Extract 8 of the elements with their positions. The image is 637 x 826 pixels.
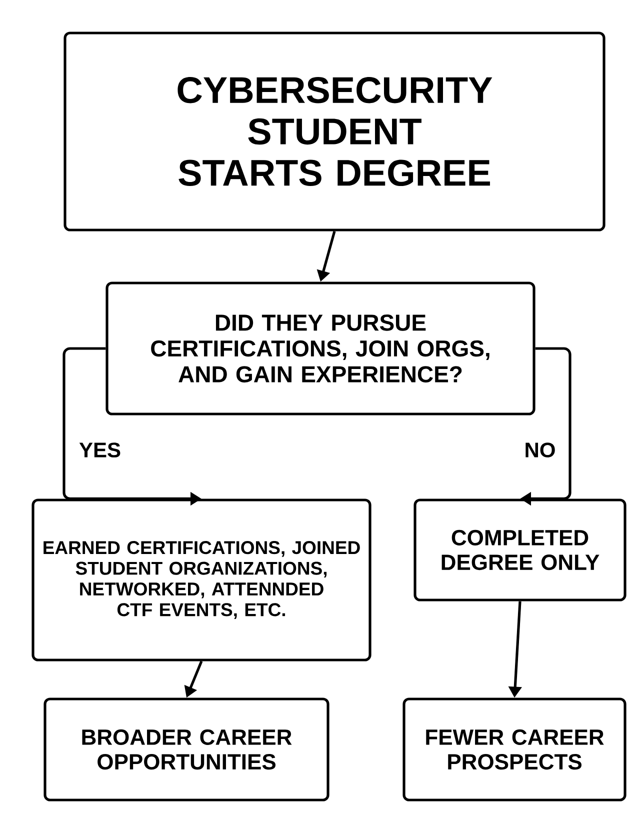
edge-label: YES	[77, 440, 123, 460]
process-box: EARNED CERTIFICATIONS, JOINED STUDENT ORGANIZATIONS, NETWORKED, ATTENNDED CTF EVENTS, ETC.	[32, 498, 372, 662]
outcome-box: BROADER CAREER OPPORTUNITIES	[44, 698, 330, 802]
edge-label: NO	[522, 440, 558, 460]
process-box: COMPLETED DEGREE ONLY	[414, 498, 626, 602]
outcome-box: FEWER CAREER PROSPECTS	[402, 698, 626, 802]
start-box: CYBERSECURITY STUDENT STARTS DEGREE	[64, 32, 606, 232]
decision-box: DID THEY PURSUE CERTIFICATIONS, JOIN ORGS, AND GAIN EXPERIENCE?	[106, 282, 536, 416]
